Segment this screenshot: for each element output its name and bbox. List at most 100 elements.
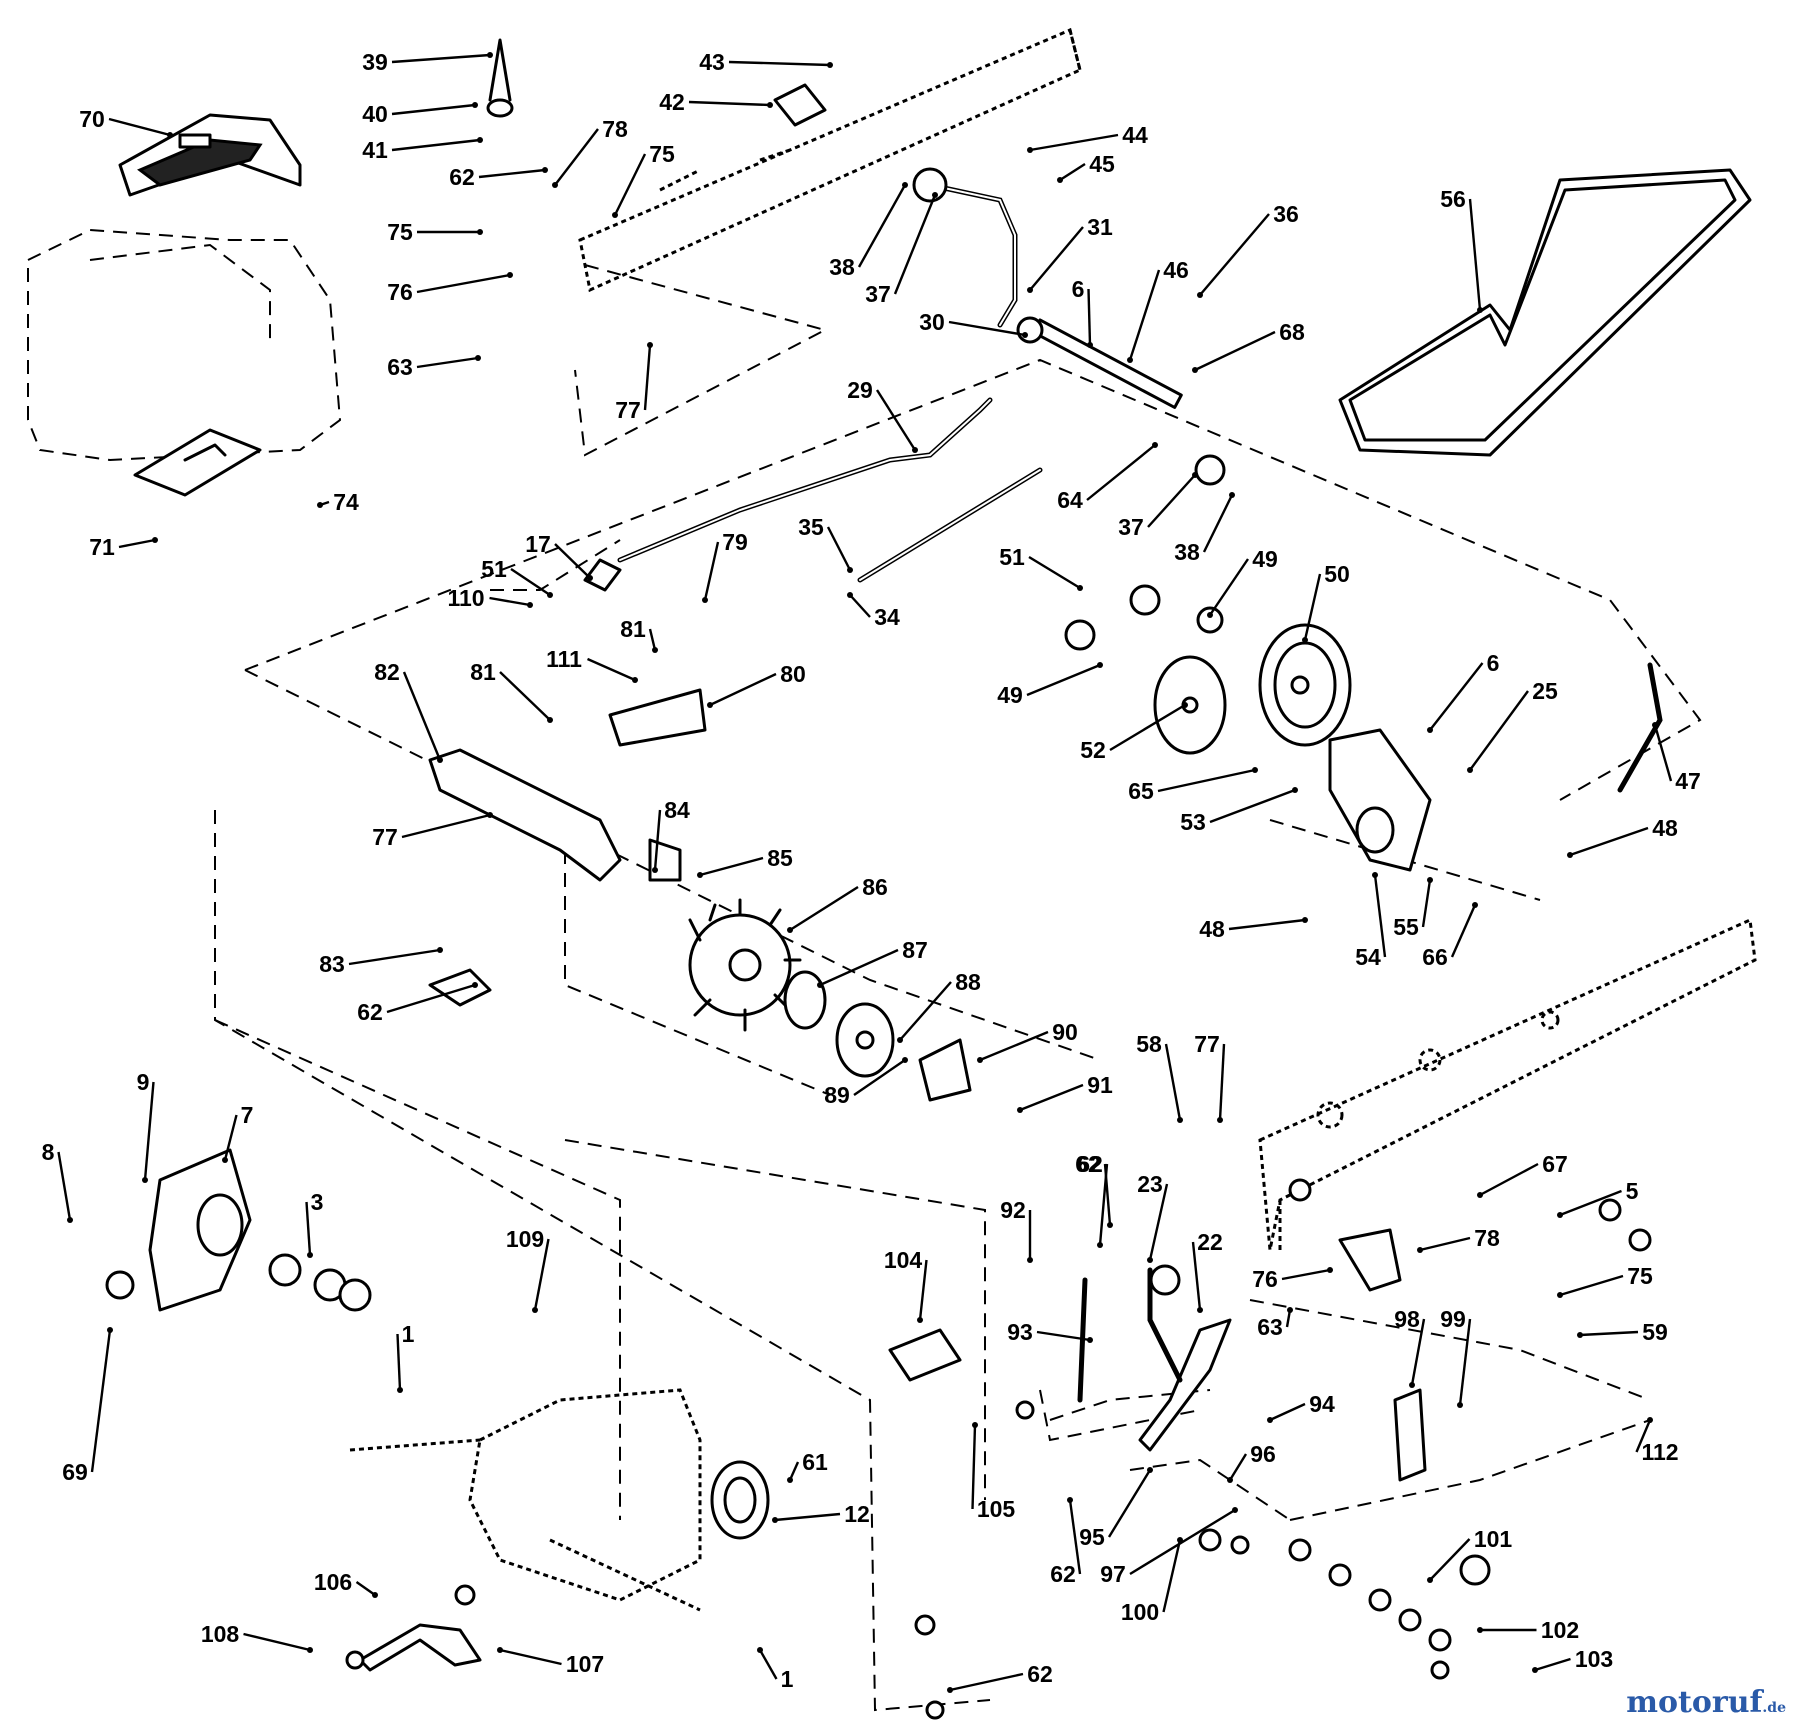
leader-line-17 — [1029, 226, 1084, 291]
leader-line-54 — [789, 885, 859, 932]
leader-tip-93 — [772, 1517, 778, 1523]
leader-tip-76 — [1027, 1257, 1033, 1263]
clutch-rod — [1617, 662, 1663, 793]
leader-tip-13 — [475, 355, 481, 361]
callout-40: 40 — [362, 101, 388, 127]
leader-tip-78 — [1197, 1307, 1203, 1313]
leader-line-87 — [1269, 1402, 1306, 1422]
leader-line-13 — [416, 356, 479, 369]
leader-line-1 — [391, 103, 476, 116]
leader-tip-34 — [527, 602, 533, 608]
callout-39: 39 — [362, 49, 388, 75]
leader-line-95 — [1635, 1419, 1652, 1453]
leader-line-47 — [1109, 703, 1186, 752]
callout-31: 31 — [1087, 214, 1113, 240]
leader-tip-1 — [472, 102, 478, 108]
leader-line-48 — [1157, 768, 1256, 793]
leader-tip-73 — [1107, 1222, 1113, 1228]
leader-line-52 — [653, 809, 662, 871]
leader-line-44 — [1429, 662, 1484, 731]
leader-tip-74 — [1477, 1192, 1483, 1198]
leader-tip-91 — [1577, 1332, 1583, 1338]
callout-5: 5 — [1626, 1178, 1639, 1204]
leader-line-45 — [1469, 690, 1529, 771]
leader-line-23 — [1194, 330, 1276, 372]
leader-line-92 — [788, 1461, 800, 1481]
callout-48: 48 — [1199, 916, 1225, 942]
leader-line-31 — [826, 526, 852, 571]
callout-9: 9 — [137, 1069, 150, 1095]
watermark-logo: motoruf.de — [1626, 1685, 1786, 1720]
callout-84: 84 — [664, 797, 690, 823]
leader-line-34 — [489, 596, 531, 607]
leader-line-24 — [875, 389, 917, 451]
leader-line-37 — [1209, 558, 1249, 616]
leader-tip-83 — [1087, 1337, 1093, 1343]
leader-tip-67 — [1177, 1117, 1183, 1123]
leader-tip-23 — [1192, 367, 1198, 373]
leader-line-66 — [1019, 1083, 1084, 1112]
leader-tip-63 — [472, 982, 478, 988]
leader-tip-22 — [1022, 332, 1028, 338]
idler-bracket — [1328, 728, 1432, 872]
callout-94: 94 — [1309, 1391, 1335, 1417]
fender-cover — [118, 113, 302, 197]
callout-43: 43 — [699, 49, 725, 75]
leader-tip-26 — [1192, 472, 1198, 478]
leader-line-82 — [533, 1238, 550, 1311]
leader-tip-87 — [1267, 1417, 1273, 1423]
leader-line-93 — [774, 1512, 841, 1522]
callout-7: 7 — [241, 1102, 254, 1128]
leader-line-57 — [1421, 879, 1432, 928]
leader-line-26 — [1147, 474, 1196, 528]
leader-tip-104 — [1477, 1627, 1483, 1633]
callout-95: 95 — [1079, 1524, 1105, 1550]
leader-tip-71 — [222, 1157, 228, 1163]
callout-54: 54 — [1355, 944, 1381, 970]
leader-line-8 — [478, 168, 546, 179]
leader-line-3 — [108, 117, 171, 137]
leader-tip-5 — [767, 102, 773, 108]
callout-98: 98 — [1394, 1306, 1420, 1332]
leader-line-6 — [1029, 133, 1119, 152]
callout-52: 52 — [1080, 737, 1106, 763]
callout-78: 78 — [1474, 1225, 1500, 1251]
frame-rail-lower — [1258, 917, 1757, 1251]
leader-line-50 — [1653, 724, 1673, 782]
callout-77: 77 — [1194, 1031, 1220, 1057]
callout-1: 1 — [781, 1666, 794, 1692]
callout-67: 67 — [1542, 1151, 1568, 1177]
leader-line-81 — [918, 1259, 928, 1321]
leader-tip-79 — [1097, 1242, 1103, 1248]
callout-38: 38 — [1174, 539, 1200, 565]
callout-62: 62 — [1075, 1151, 1101, 1177]
leader-line-49 — [1209, 788, 1296, 824]
leader-line-59 — [1373, 874, 1387, 958]
callout-56: 56 — [1440, 186, 1466, 212]
frame-rail-upper — [578, 27, 1082, 293]
leader-tip-30 — [587, 575, 593, 581]
leader-tip-62 — [897, 1037, 903, 1043]
leader-line-40 — [587, 657, 636, 682]
leader-line-72 — [305, 1201, 312, 1256]
leader-line-39 — [648, 628, 657, 651]
callout-48: 48 — [1652, 815, 1678, 841]
leader-tip-3 — [167, 132, 173, 138]
leader-line-43 — [499, 671, 551, 721]
leader-tip-41 — [707, 702, 713, 708]
leader-tip-108 — [947, 1687, 953, 1693]
leader-tip-20 — [1087, 342, 1093, 348]
control-rod — [617, 397, 993, 563]
leader-tip-109 — [1532, 1667, 1538, 1673]
leader-line-16 — [893, 194, 937, 295]
callout-79: 79 — [722, 529, 748, 555]
leader-tip-10 — [612, 212, 618, 218]
leader-tip-75 — [1557, 1212, 1563, 1218]
leader-tip-57 — [1427, 877, 1433, 883]
callout-106: 106 — [314, 1569, 352, 1595]
leader-tip-11 — [477, 229, 483, 235]
callout-22: 22 — [1197, 1229, 1223, 1255]
leader-line-84 — [1281, 1268, 1331, 1281]
callout-8: 8 — [42, 1139, 55, 1165]
callout-85: 85 — [767, 845, 793, 871]
